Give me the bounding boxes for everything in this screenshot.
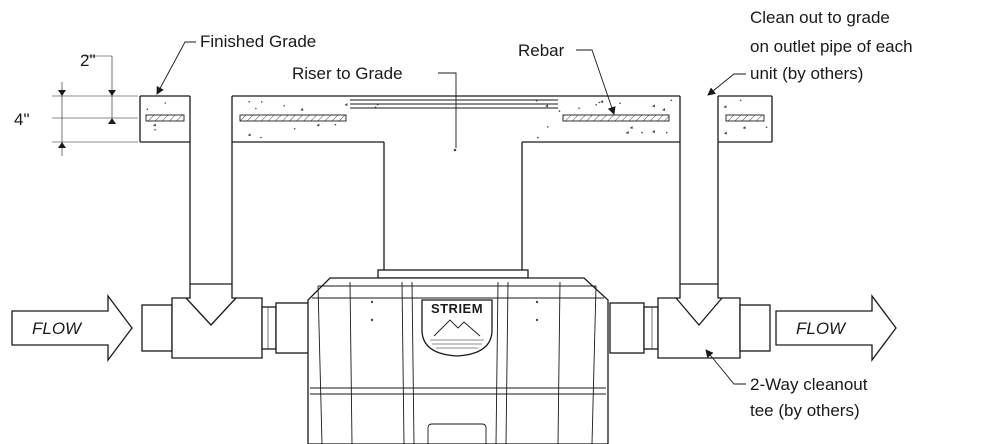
dimension-marks: 2" 4" (14, 51, 138, 156)
inlet-vertical-pipe (189, 96, 233, 284)
riser (377, 142, 529, 279)
striem-logo: STRIEM (421, 299, 493, 357)
cleanout-label-line3: unit (by others) (750, 64, 863, 83)
leader-lines (156, 41, 746, 385)
inlet-flow-label: FLOW (32, 319, 83, 338)
outlet-flow-label: FLOW (796, 319, 847, 338)
riser-lid (350, 99, 558, 109)
rebar-label: Rebar (518, 41, 565, 60)
callout-labels: Finished Grade Riser to Grade Rebar Clea… (200, 8, 913, 420)
tee-label-line1: 2-Way cleanout (750, 375, 868, 394)
dim-2in-label: 2" (80, 51, 96, 70)
inlet-tee (141, 283, 311, 359)
cleanout-label-line1: Clean out to grade (750, 8, 890, 27)
outlet-tee (609, 283, 771, 359)
logo-text: STRIEM (431, 301, 483, 316)
outlet-vertical-pipe (679, 96, 719, 284)
riser-to-grade-label: Riser to Grade (292, 64, 403, 83)
dim-4in-label: 4" (14, 110, 30, 129)
finished-grade-label: Finished Grade (200, 32, 316, 51)
rebar-bars (145, 114, 765, 122)
interceptor-tank (307, 277, 609, 444)
inlet-flow-arrow: FLOW (11, 294, 133, 362)
cleanout-label-line2: on outlet pipe of each (750, 37, 913, 56)
outlet-flow-arrow: FLOW (775, 294, 897, 362)
tee-label-line2: tee (by others) (750, 401, 860, 420)
